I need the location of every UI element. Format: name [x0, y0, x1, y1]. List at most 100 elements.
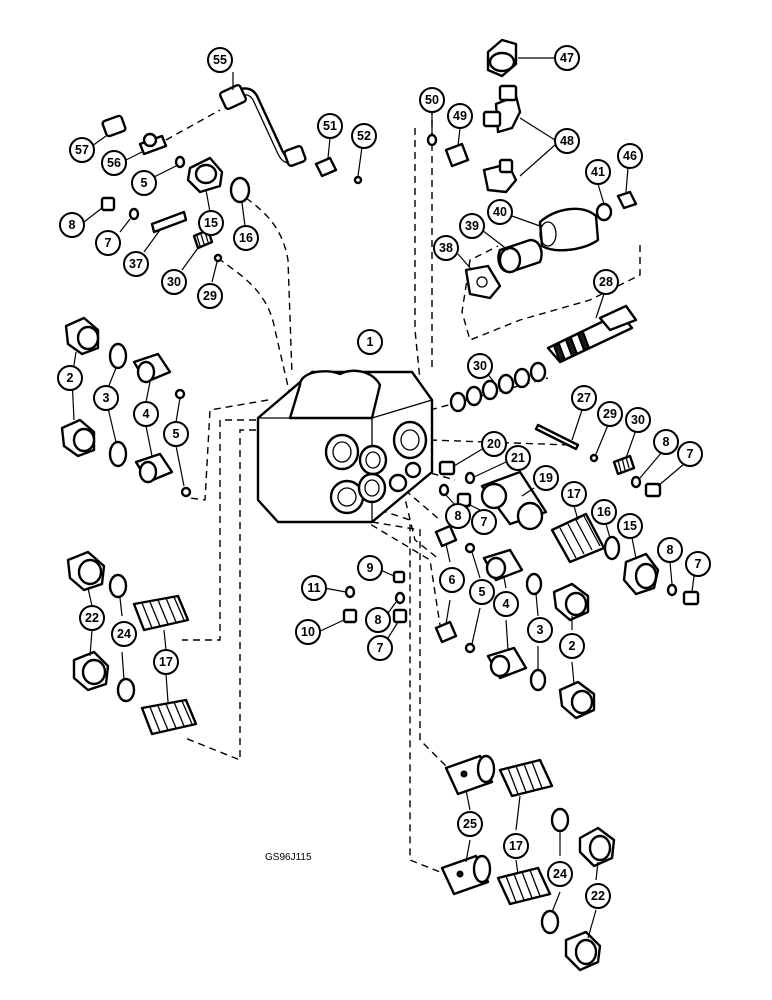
callout-55: 56 — [101, 150, 127, 176]
washer-7-upper — [119, 207, 140, 233]
callout-16-right: 16 — [591, 499, 617, 525]
svg-text:7: 7 — [695, 557, 702, 571]
svg-text:57: 57 — [75, 143, 89, 157]
svg-text:40: 40 — [493, 205, 507, 219]
plug-9 — [375, 567, 406, 584]
svg-text:16: 16 — [239, 231, 253, 245]
svg-text:30: 30 — [167, 275, 181, 289]
svg-text:48: 48 — [560, 134, 574, 148]
svg-text:4: 4 — [143, 407, 150, 421]
callout-38: 39 — [459, 213, 485, 239]
callout-20: 21 — [505, 445, 531, 471]
svg-text:15: 15 — [623, 519, 637, 533]
callout-18: 19 — [533, 465, 559, 491]
callout-7-upper-left: 7 — [95, 230, 121, 256]
callout-56: 5 — [131, 170, 157, 196]
callout-48: 49 — [447, 103, 473, 129]
svg-text:37: 37 — [129, 257, 143, 271]
washer-8-right — [630, 451, 663, 489]
valve-4-right — [482, 548, 528, 680]
svg-text:22: 22 — [85, 611, 99, 625]
spring-17-left — [132, 594, 198, 736]
svg-text:24: 24 — [553, 867, 567, 881]
cam-38 — [481, 229, 543, 274]
boot-39 — [511, 207, 600, 252]
callout-39: 40 — [487, 199, 513, 225]
washer-8-center — [385, 591, 406, 617]
washer-40 — [595, 183, 613, 222]
plug-7-right — [644, 463, 685, 498]
callout-15-right: 15 — [617, 513, 643, 539]
callout-52: 52 — [351, 123, 377, 149]
svg-text:38: 38 — [439, 241, 453, 255]
svg-text:50: 50 — [425, 93, 439, 107]
svg-text:17: 17 — [159, 655, 173, 669]
oring-3-right — [525, 572, 547, 692]
callout-8-mid: 8 — [445, 503, 471, 529]
oring-49 — [426, 110, 438, 147]
svg-text:29: 29 — [603, 407, 617, 421]
callout-8-upper-left: 8 — [59, 212, 85, 238]
washer-8-mid — [438, 483, 457, 507]
svg-text:4: 4 — [503, 597, 510, 611]
fitting-51 — [314, 137, 338, 178]
svg-text:16: 16 — [597, 505, 611, 519]
washer-20 — [464, 461, 507, 485]
svg-text:5: 5 — [479, 585, 486, 599]
plate-37 — [457, 253, 502, 300]
callout-40: 41 — [585, 159, 611, 185]
connector-55 — [125, 109, 221, 161]
callout-8-right: 8 — [653, 429, 679, 455]
ball-26-right — [589, 424, 609, 463]
svg-text:49: 49 — [453, 109, 467, 123]
callout-6: 6 — [439, 567, 465, 593]
plug-7-far-right — [682, 575, 700, 606]
svg-text:29: 29 — [203, 289, 217, 303]
callout-22-left: 24 — [111, 621, 137, 647]
spring-6 — [434, 524, 458, 644]
callout-27-upper: 30 — [161, 269, 187, 295]
ball-5-right — [464, 542, 481, 654]
washer-52 — [353, 146, 363, 185]
svg-text:17: 17 — [567, 487, 581, 501]
svg-text:3: 3 — [103, 391, 110, 405]
callout-15-upper: 15 — [198, 210, 224, 236]
svg-text:20: 20 — [487, 437, 501, 451]
svg-text:15: 15 — [204, 216, 218, 230]
oring-22-right — [540, 807, 570, 935]
callout-24: 25 — [457, 811, 483, 837]
svg-text:19: 19 — [539, 471, 553, 485]
callout-7-mid: 7 — [471, 509, 497, 535]
svg-text:51: 51 — [323, 119, 337, 133]
rod-25 — [534, 409, 583, 451]
callout-17-right: 17 — [561, 481, 587, 507]
oring-3-left — [107, 342, 128, 468]
svg-text:39: 39 — [465, 219, 479, 233]
callout-9: 9 — [357, 555, 383, 581]
plug-19 — [438, 447, 485, 476]
callout-17-left: 17 — [153, 649, 179, 675]
svg-text:8: 8 — [663, 435, 670, 449]
plug-7-center — [387, 608, 408, 639]
plug-2-lower — [60, 418, 96, 458]
svg-text:5: 5 — [141, 176, 148, 190]
tube-assembly-50 — [219, 72, 307, 167]
oring-11 — [323, 585, 356, 599]
callout-3-left: 3 — [93, 385, 119, 411]
svg-text:30: 30 — [473, 359, 487, 373]
washer-56 — [151, 155, 186, 179]
valve-body — [256, 369, 434, 524]
callout-7-center: 7 — [367, 635, 393, 661]
nut-41 — [616, 167, 638, 210]
svg-text:11: 11 — [307, 581, 320, 595]
svg-text:8: 8 — [69, 218, 76, 232]
svg-text:55: 55 — [213, 53, 227, 67]
ball-5-left — [174, 388, 192, 498]
svg-text:27: 27 — [577, 391, 591, 405]
valve-4-left — [132, 352, 174, 484]
callout-41: 46 — [617, 143, 643, 169]
svg-text:56: 56 — [107, 156, 121, 170]
svg-text:47: 47 — [560, 51, 574, 65]
callout-4-left: 4 — [133, 401, 159, 427]
